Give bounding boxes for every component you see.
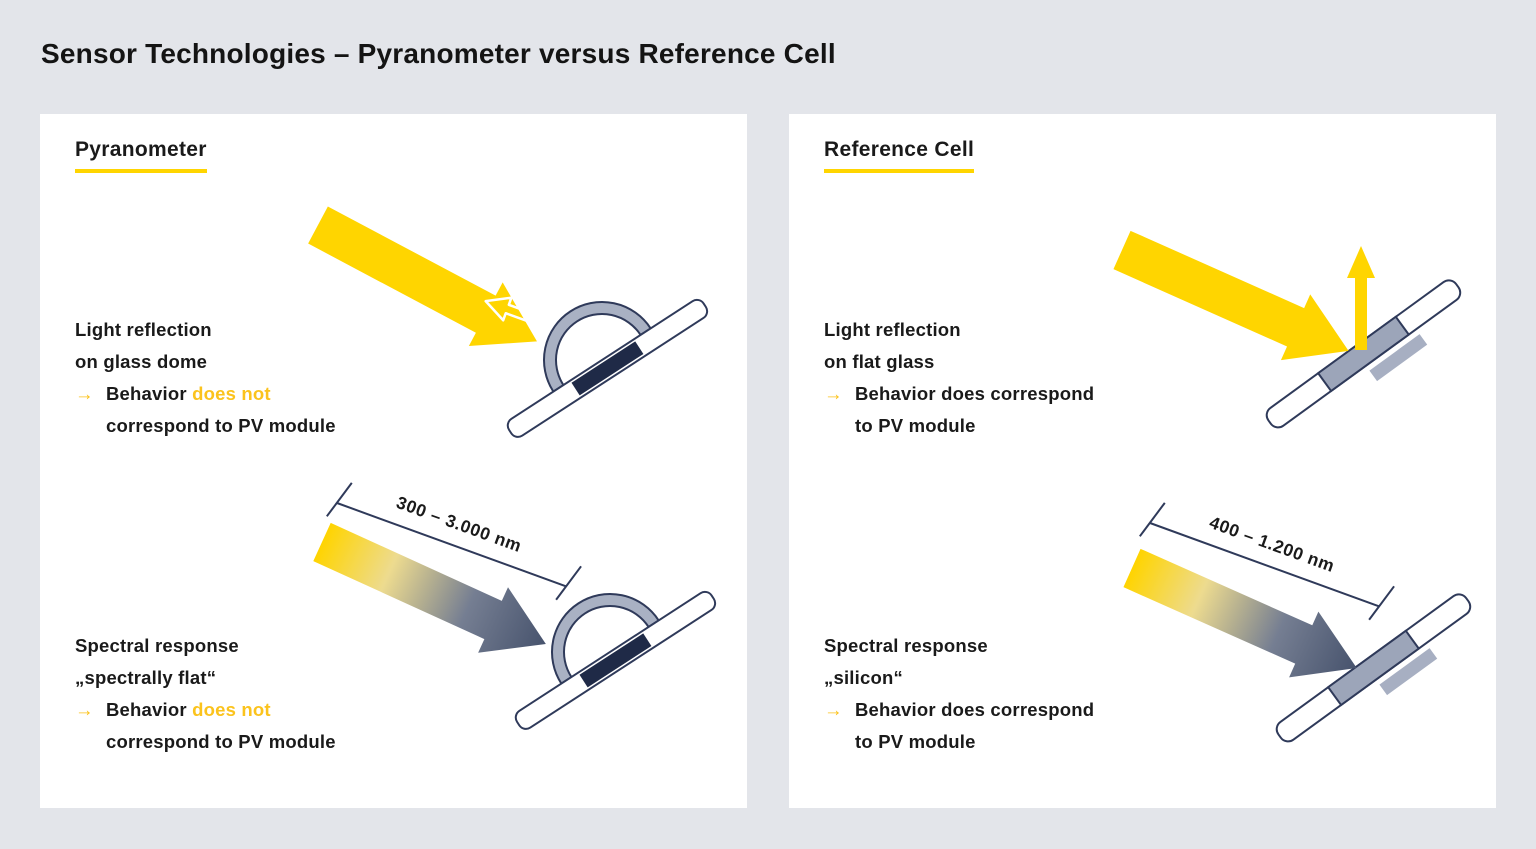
arrow-bullet-icon: → — [75, 699, 94, 720]
reference-cell-reflection-diagram — [1113, 230, 1462, 429]
text-line: „spectrally flat“ — [75, 667, 217, 688]
text-line: Light reflection — [75, 319, 212, 340]
text-line: Light reflection — [824, 319, 961, 340]
spectrum-arrow-icon — [313, 522, 546, 653]
behavior-text: Behavior does not — [106, 383, 271, 404]
text-line: Spectral response — [824, 635, 988, 656]
behavior-text: Behavior does correspond — [855, 383, 1095, 404]
text-line: „silicon“ — [824, 667, 903, 688]
behavior-highlight: does not — [192, 699, 271, 720]
behavior-line: → Behavior does not — [75, 378, 336, 410]
reference-cell-spectrum-text: Spectral response „silicon“ → Behavior d… — [824, 630, 1094, 758]
pyranometer-reflection-text: Light reflection on glass dome → Behavio… — [75, 314, 336, 442]
pyranometer-sensor-icon — [506, 298, 709, 438]
arrow-bullet-icon: → — [75, 383, 94, 404]
behavior-continuation: correspond to PV module — [106, 415, 336, 436]
reflection-arrow-icon — [484, 296, 546, 328]
reference-cell-sensor-icon — [1275, 593, 1472, 743]
reference-cell-heading: Reference Cell — [824, 138, 975, 173]
pyranometer-spectrum-text: Spectral response „spectrally flat“ → Be… — [75, 630, 336, 758]
spectrum-arrow-icon — [1123, 548, 1357, 678]
text-line: on glass dome — [75, 351, 208, 372]
page-title: Sensor Technologies – Pyranometer versus… — [41, 38, 836, 69]
behavior-text: Behavior does not — [106, 699, 271, 720]
behavior-text: Behavior does correspond — [855, 699, 1095, 720]
pyranometer-reflection-diagram — [308, 206, 709, 438]
sunlight-arrow-icon — [1113, 230, 1349, 361]
reference-cell-reflection-text: Light reflection on flat glass → Behavio… — [824, 314, 1094, 442]
text-line: Spectral response — [75, 635, 239, 656]
behavior-continuation: correspond to PV module — [106, 731, 336, 752]
behavior-line: → Behavior does correspond — [824, 694, 1094, 726]
behavior-line: → Behavior does not — [75, 694, 336, 726]
arrow-bullet-icon: → — [824, 383, 843, 404]
behavior-continuation: to PV module — [855, 731, 976, 752]
pyranometer-panel: Pyranometer Light reflection on glass do… — [40, 114, 747, 808]
reference-cell-spectrum-diagram: 400 – 1.200 nm — [1123, 502, 1472, 743]
behavior-line: → Behavior does correspond — [824, 378, 1094, 410]
text-line: on flat glass — [824, 351, 935, 372]
behavior-highlight: does not — [192, 383, 271, 404]
reference-cell-sensor-icon — [1265, 279, 1462, 429]
pyranometer-sensor-icon — [514, 590, 717, 730]
pyranometer-heading: Pyranometer — [75, 138, 207, 173]
pyranometer-spectrum-diagram: 300 – 3.000 nm — [313, 482, 717, 730]
reflection-arrow-icon — [1347, 246, 1375, 350]
behavior-continuation: to PV module — [855, 415, 976, 436]
sunlight-arrow-icon — [308, 206, 537, 346]
reference-cell-panel: Reference Cell Light reflection on flat … — [789, 114, 1496, 808]
arrow-bullet-icon: → — [824, 699, 843, 720]
